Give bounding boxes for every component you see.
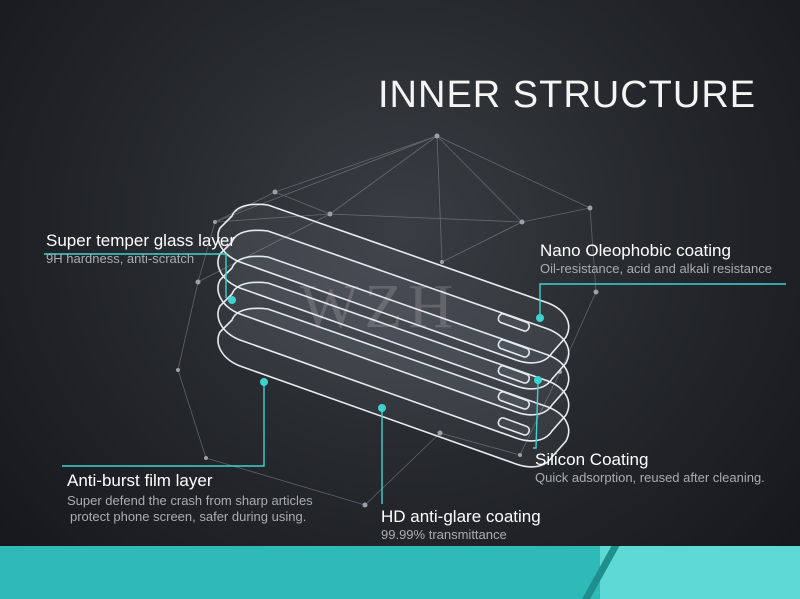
label-silicon-title: Silicon Coating [535, 450, 649, 469]
label-nano-title: Nano Oleophobic coating [540, 241, 731, 260]
watermark: WZH [300, 273, 460, 341]
label-anti-burst: Anti-burst film layer Super defend the c… [67, 471, 313, 525]
callout-dots [228, 296, 544, 412]
label-super-temper-sub: 9H hardness, anti-scratch [46, 251, 195, 266]
network-lines [177, 135, 597, 506]
label-nano: Nano Oleophobic coating Oil-resistance, … [540, 241, 772, 277]
network-nodes [176, 133, 599, 508]
label-anti-burst-title: Anti-burst film layer [67, 471, 213, 490]
callout-super-temper-line [44, 253, 227, 298]
label-anti-burst-sub2: protect phone screen, safer during using… [70, 509, 307, 524]
label-super-temper-title: Super temper glass layer [46, 231, 235, 250]
label-super-temper: Super temper glass layer 9H hardness, an… [46, 231, 235, 267]
layer-5 [217, 307, 570, 468]
label-hd: HD anti-glare coating 99.99% transmittan… [381, 507, 541, 543]
layer-4 [217, 281, 570, 442]
label-hd-sub: 99.99% transmittance [381, 527, 507, 542]
callout-nano-line [539, 283, 786, 316]
callout-lines [44, 253, 786, 504]
layer-1 [217, 203, 570, 364]
glass-layers [217, 203, 570, 468]
label-nano-sub: Oil-resistance, acid and alkali resistan… [540, 261, 772, 276]
layer-3 [217, 255, 570, 416]
callout-silicon-line [533, 381, 539, 449]
label-silicon: Silicon Coating Quick adsorption, reused… [535, 450, 765, 486]
label-silicon-sub: Quick adsorption, reused after cleaning. [535, 470, 765, 485]
label-hd-title: HD anti-glare coating [381, 507, 541, 526]
label-anti-burst-sub1: Super defend the crash from sharp articl… [67, 493, 313, 508]
page-title: INNER STRUCTURE [378, 74, 757, 116]
bottom-accent-band [0, 546, 800, 599]
callout-anti-burst-line [62, 382, 265, 467]
